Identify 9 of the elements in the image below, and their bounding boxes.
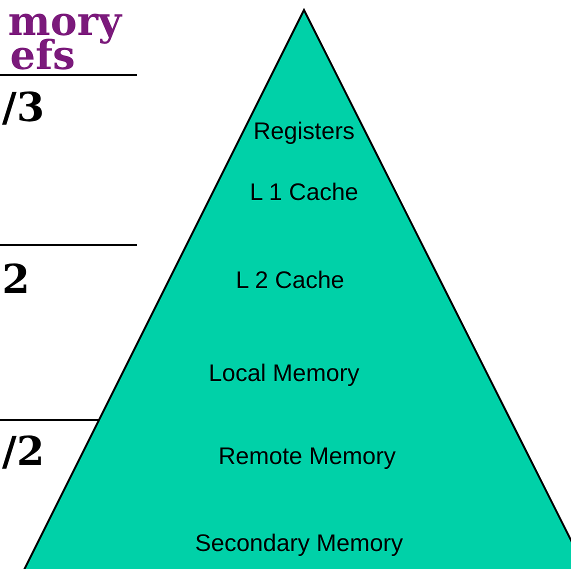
level-label: Local Memory [208,362,360,386]
level-label: L 1 Cache [250,181,358,205]
level-label: Secondary Memory [194,532,404,556]
text-fragment: /2 [2,432,44,472]
level-label: Registers [253,120,355,144]
text-fragment: 2 [2,260,30,300]
text-fragment: /3 [2,88,44,128]
level-label: Remote Memory [218,445,396,469]
level-label: L 2 Cache [236,269,344,293]
